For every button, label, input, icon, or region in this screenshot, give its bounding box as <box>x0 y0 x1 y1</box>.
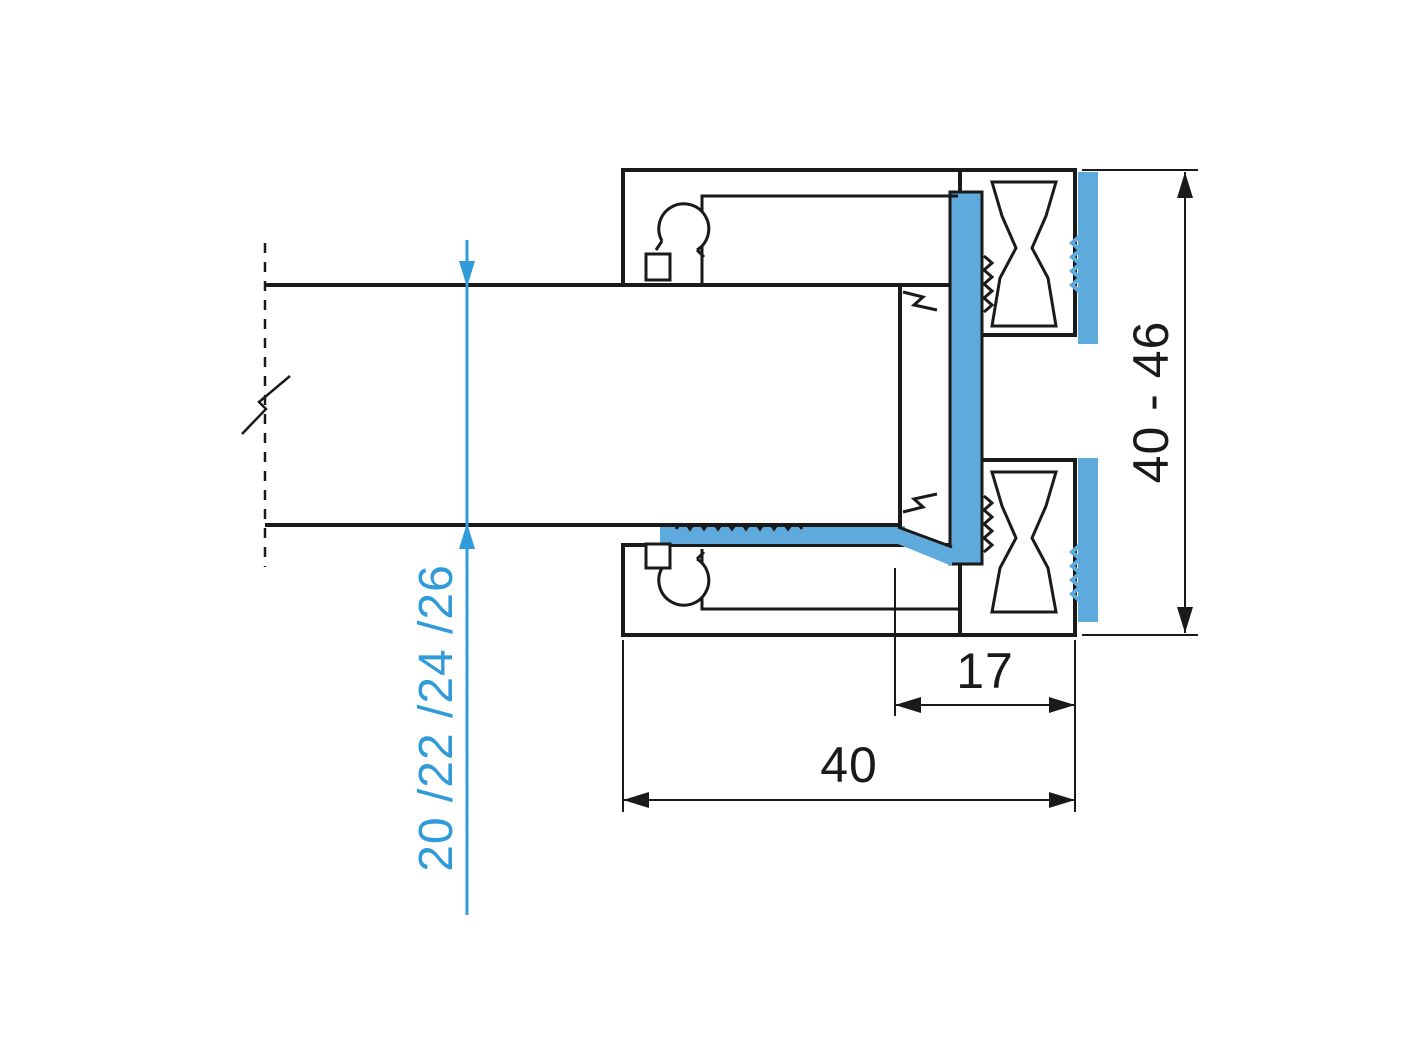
glass-panel <box>241 243 902 567</box>
glass-fill <box>265 287 900 523</box>
rubber-bottom-serration <box>981 494 995 554</box>
screw-boss-top <box>657 202 711 252</box>
arrow-up-icon <box>1177 172 1193 198</box>
rubber-top-serration <box>981 254 995 314</box>
gasket-hook <box>898 526 952 566</box>
clip-nib-top <box>902 290 938 312</box>
glass-thickness-label: 20 /22 /24 /26 <box>410 564 463 872</box>
interior-details <box>644 194 958 611</box>
notch-bottom <box>644 542 672 570</box>
arrow-up-icon <box>459 523 475 549</box>
gasket-central-web <box>948 190 984 566</box>
screw-boss-top-feet <box>654 240 706 259</box>
arrow-down-icon <box>459 261 475 287</box>
gasket-hook-edge <box>897 525 953 549</box>
dimension-height-range: 40 - 46 <box>1082 169 1198 636</box>
height-range-label: 40 - 46 <box>1123 321 1179 484</box>
glass-outline <box>265 283 902 527</box>
dimension-profile-width: 40 <box>622 640 1075 812</box>
screw-boss-bottom <box>657 557 711 607</box>
gasket-strip <box>660 526 905 544</box>
notch-top <box>644 252 672 282</box>
gasket-outer-bottom-serration <box>1068 543 1084 603</box>
clip-nib-bottom <box>902 492 938 514</box>
arrow-right-icon <box>1049 697 1075 713</box>
arrow-left-icon <box>623 792 649 808</box>
gasket-outer-top <box>1078 172 1098 344</box>
glass-break-mark <box>241 375 291 435</box>
dimension-glass-thickness: 20 /22 /24 /26 <box>410 240 475 915</box>
rubber-block-top <box>989 180 1059 328</box>
profile-width-label: 40 <box>820 737 878 793</box>
arrow-left-icon <box>895 697 921 713</box>
rubber-block-bottom <box>989 470 1059 614</box>
arrow-right-icon <box>1049 792 1075 808</box>
clamp-depth-label: 17 <box>956 643 1014 699</box>
dimension-clamp-depth: 17 <box>894 568 1076 812</box>
gasket-outer-bottom <box>1078 458 1098 622</box>
gasket-outer-top-serration <box>1068 234 1084 294</box>
arrow-down-icon <box>1177 607 1193 633</box>
